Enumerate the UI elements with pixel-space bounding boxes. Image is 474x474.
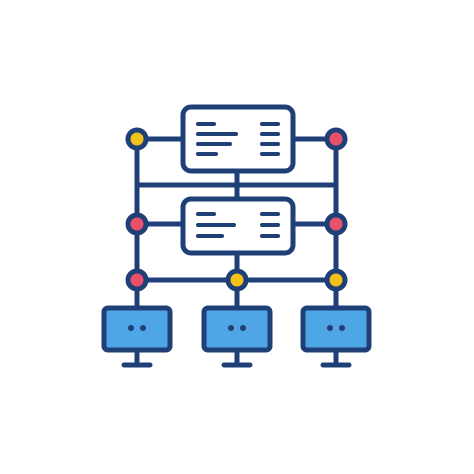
node-bottom-right [324, 268, 348, 292]
node-top-left [125, 127, 149, 151]
monitor-left [101, 305, 173, 368]
server-top [180, 104, 296, 174]
node-middle-right [324, 212, 348, 236]
nodes [125, 127, 348, 292]
node-bottom-left [125, 268, 149, 292]
monitor-right [300, 305, 372, 368]
node-bottom-center [225, 268, 249, 292]
server-middle [180, 196, 296, 256]
node-top-right [324, 127, 348, 151]
monitor-center [201, 305, 273, 368]
node-middle-left [125, 212, 149, 236]
